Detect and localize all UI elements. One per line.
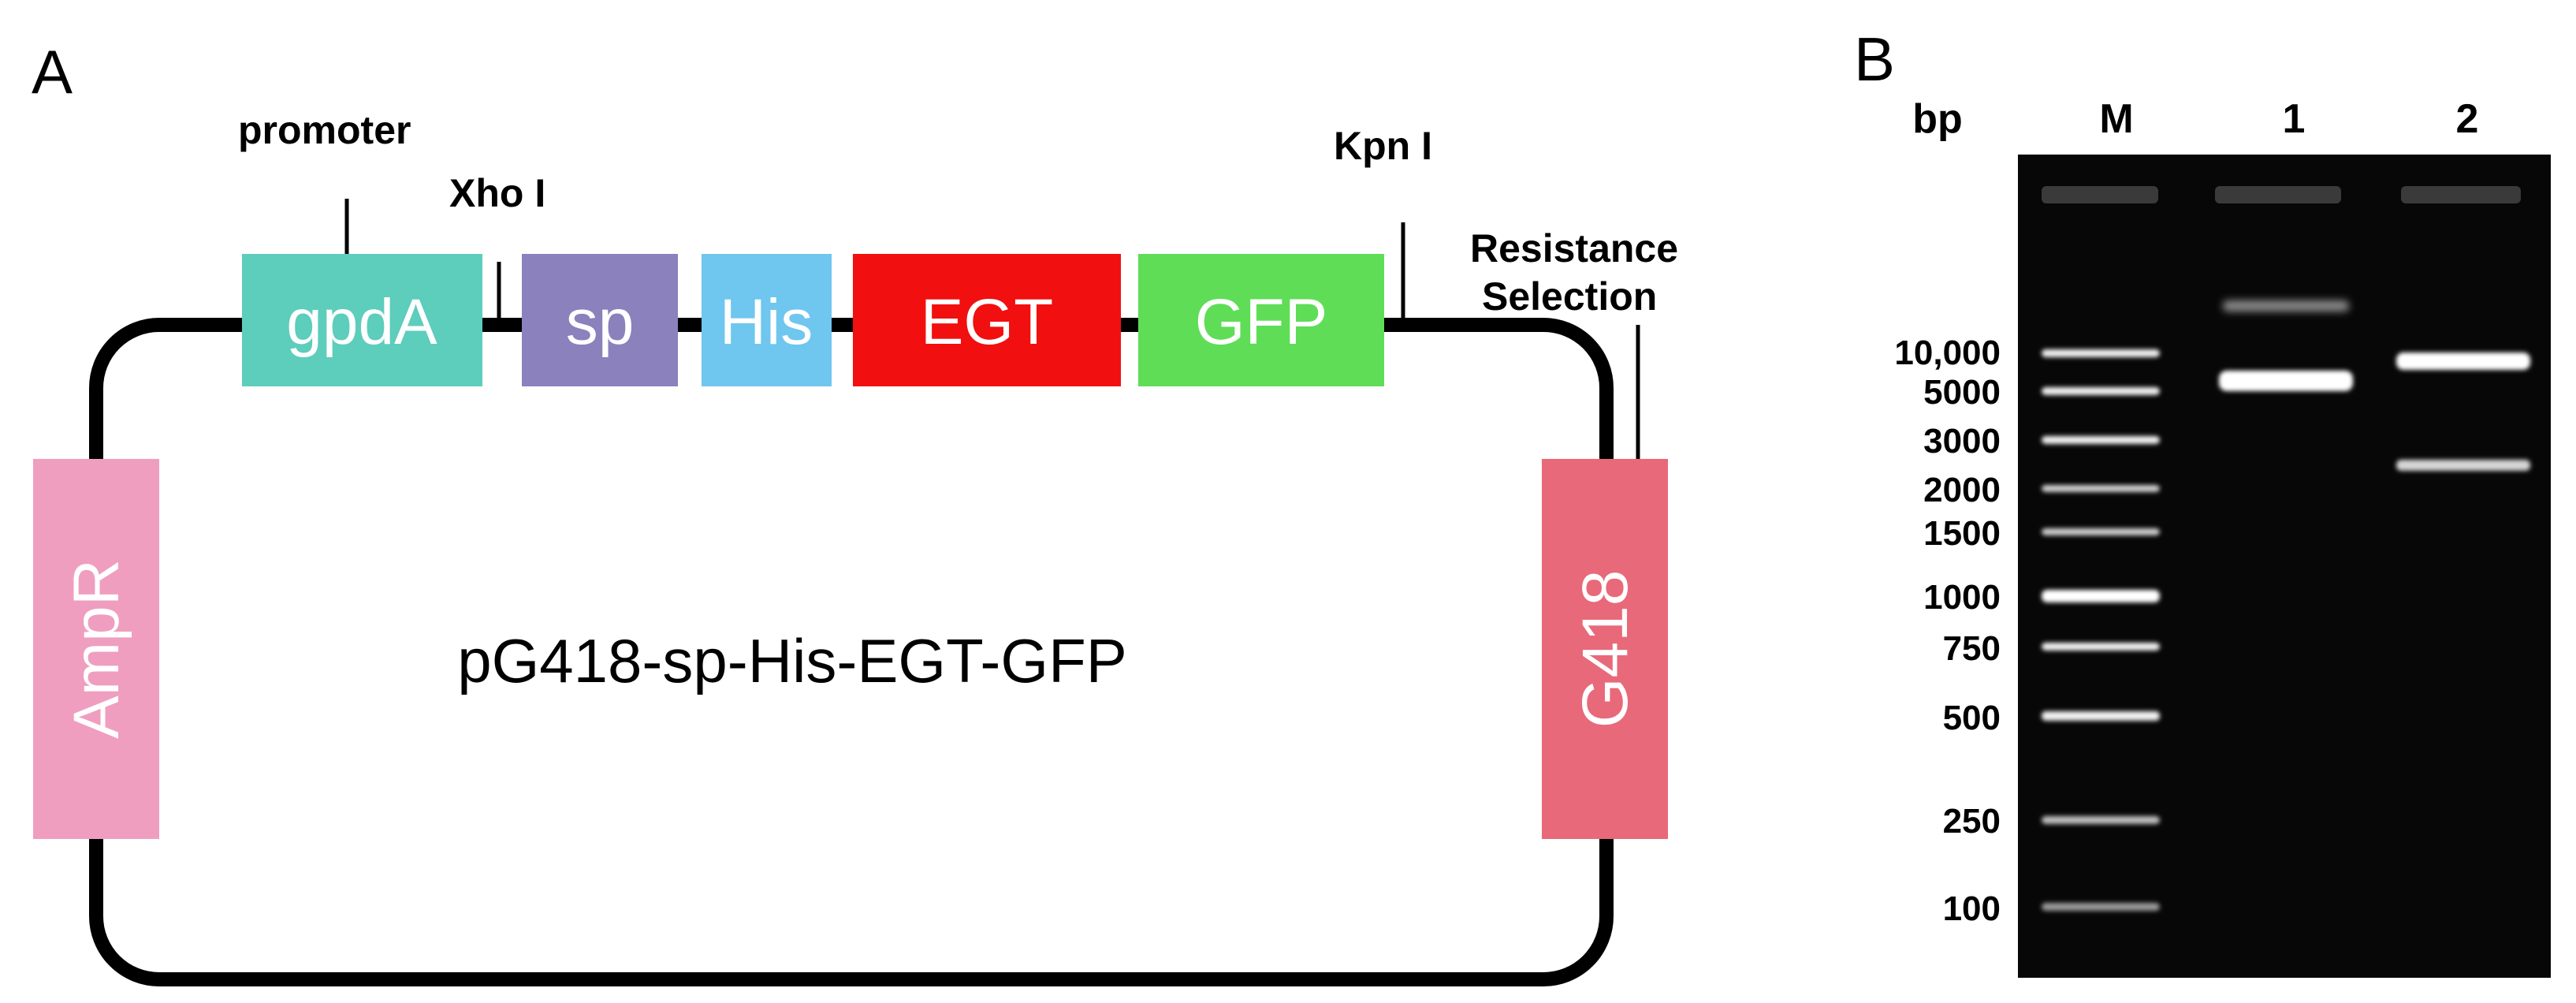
- lane-2-band-main: [2396, 352, 2530, 370]
- panel-b-letter: B: [1854, 24, 1895, 94]
- ladder-band: [2042, 387, 2160, 395]
- ladder-label-250: 250: [1943, 802, 2001, 841]
- g418-label: G418: [1569, 570, 1641, 729]
- gpda-box: [242, 254, 482, 386]
- egt-box: [853, 254, 1121, 386]
- ladder-band: [2042, 485, 2160, 492]
- ladder-bands: [2042, 349, 2160, 911]
- his-label: His: [720, 286, 813, 358]
- ladder-band: [2042, 590, 2160, 602]
- xho-site-label: Xho I: [449, 171, 545, 215]
- lane-2-label: 2: [2456, 96, 2479, 142]
- ladder-label-750: 750: [1943, 629, 2001, 668]
- ladder-label-1500: 1500: [1923, 514, 2001, 553]
- ampr-box: [33, 459, 159, 839]
- ladder-band: [2042, 816, 2160, 824]
- ampr-label: AmpR: [61, 559, 132, 739]
- ladder-band: [2042, 643, 2160, 651]
- g418-box: [1542, 459, 1668, 839]
- ladder-label-3000: 3000: [1923, 422, 2001, 460]
- egt-label: EGT: [921, 286, 1054, 358]
- gel-image: [2018, 155, 2551, 978]
- gfp-label: GFP: [1195, 286, 1328, 358]
- ladder-label-10000: 10,000: [1894, 334, 2001, 372]
- ladder-band: [2042, 711, 2160, 721]
- ladder-band: [2042, 436, 2160, 444]
- ladder-label-100: 100: [1943, 889, 2001, 928]
- kpn-site-label: Kpn I: [1334, 124, 1432, 168]
- ladder-band: [2042, 349, 2160, 357]
- gpda-label: gpdA: [286, 286, 437, 358]
- lane-1-label: 1: [2283, 96, 2306, 142]
- bp-unit-label: bp: [1912, 96, 1963, 142]
- panel-a-letter: A: [32, 37, 73, 106]
- ladder-label-500: 500: [1943, 699, 2001, 737]
- ladder-label-1000: 1000: [1923, 578, 2001, 617]
- sp-label: sp: [566, 286, 635, 358]
- well-2: [2401, 186, 2521, 203]
- ladder-band: [2042, 528, 2160, 535]
- sp-box: [522, 254, 678, 386]
- lane-1-band-upper: [2223, 300, 2349, 311]
- ladder-band: [2042, 903, 2160, 911]
- lane-1-band-main: [2219, 371, 2353, 391]
- resistance-label-line2: Selection: [1482, 274, 1657, 319]
- well-1: [2215, 186, 2341, 203]
- gfp-box: [1138, 254, 1384, 386]
- ladder-label-5000: 5000: [1923, 373, 2001, 412]
- ladder-label-2000: 2000: [1923, 471, 2001, 509]
- plasmid-name: pG418-sp-His-EGT-GFP: [457, 626, 1127, 695]
- his-box: [702, 254, 832, 386]
- lane-2-band-lower: [2396, 460, 2530, 471]
- well-m: [2042, 186, 2158, 203]
- lane-m-label: M: [2099, 96, 2133, 142]
- promoter-label: promoter: [238, 108, 411, 152]
- resistance-label-line1: Resistance: [1470, 226, 1678, 270]
